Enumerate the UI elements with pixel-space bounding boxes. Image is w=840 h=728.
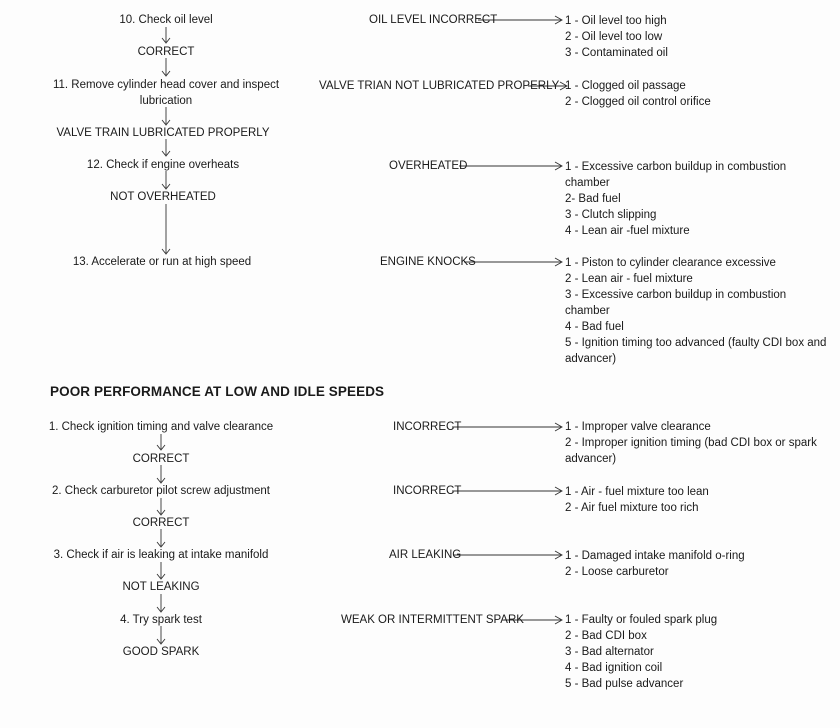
cause-item: 1 - Excessive carbon buildup in combusti… (565, 161, 787, 173)
cause-item: 5 - Ignition timing too advanced (faulty… (565, 337, 827, 349)
flow-arrowhead (156, 444, 166, 451)
result-correct: CORRECT (132, 517, 190, 529)
flow-arrowhead (161, 248, 171, 255)
step-11-line-2: lubrication (139, 95, 193, 107)
step-10-check-oil-level: 10. Check oil level (119, 14, 213, 26)
cause-item-continued: chamber (565, 305, 610, 317)
cause-item: 4 - Bad ignition coil (565, 662, 663, 674)
cause-item: 2- Bad fuel (565, 193, 621, 205)
flow-arrowhead (161, 183, 171, 190)
cause-arrowhead (554, 161, 563, 171)
cause-item: 2 - Clogged oil control orifice (565, 96, 711, 108)
cause-item: 3 - Excessive carbon buildup in combusti… (565, 289, 787, 301)
cause-item-continued: advancer) (565, 453, 617, 465)
result-correct: CORRECT (132, 453, 190, 465)
cause-item: 4 - Lean air -fuel mixture (565, 225, 690, 237)
cause-item: 1 - Clogged oil passage (565, 80, 686, 92)
cause-arrowhead (554, 257, 563, 267)
cause-item: 2 - Loose carburetor (565, 566, 669, 578)
condition-incorrect: INCORRECT (393, 485, 462, 497)
cause-arrowhead (554, 15, 563, 25)
cause-item: 2 - Air fuel mixture too rich (565, 502, 699, 514)
flow-arrowhead (161, 70, 171, 77)
result-not-overheated: NOT OVERHEATED (110, 191, 216, 203)
flow-arrowhead (161, 37, 171, 44)
cause-item: 1 - Damaged intake manifold o-ring (565, 550, 745, 562)
cause-arrowhead (559, 81, 568, 91)
cause-item-continued: advancer) (565, 353, 617, 365)
result-valve-train-ok: VALVE TRAIN LUBRICATED PROPERLY (56, 127, 270, 139)
cause-item: 3 - Bad alternator (565, 646, 654, 658)
cause-item: 3 - Clutch slipping (565, 209, 657, 221)
cause-item: 5 - Bad pulse advancer (565, 678, 684, 690)
cause-item: 1 - Improper valve clearance (565, 421, 711, 433)
flow-arrowhead (161, 119, 171, 126)
step-4-spark-test: 4. Try spark test (120, 614, 202, 626)
cause-item: 2 - Lean air - fuel mixture (565, 273, 693, 285)
cause-item: 3 - Contaminated oil (565, 47, 668, 59)
flow-arrowhead (156, 638, 166, 645)
cause-item: 1 - Air - fuel mixture too lean (565, 486, 709, 498)
cause-item: 2 - Bad CDI box (565, 630, 647, 642)
condition-incorrect: INCORRECT (393, 421, 462, 433)
flow-arrowhead (156, 606, 166, 613)
cause-arrowhead (554, 422, 563, 432)
step-11-line-1: 11. Remove cylinder head cover and inspe… (52, 79, 280, 91)
flow-arrowhead (156, 541, 166, 548)
step-12-check-overheat: 12. Check if engine overheats (86, 159, 240, 171)
flow-arrowhead (156, 509, 166, 516)
cause-arrowhead (554, 486, 563, 496)
flow-arrowhead (156, 573, 166, 580)
condition-oil-level-incorrect: OIL LEVEL INCORRECT (369, 14, 498, 26)
result-not-leaking: NOT LEAKING (122, 581, 200, 593)
cause-item: 2 - Oil level too low (565, 31, 663, 43)
step-1-check-ignition-timing: 1. Check ignition timing and valve clear… (48, 421, 274, 433)
cause-item-continued: chamber (565, 177, 610, 189)
result-correct: CORRECT (137, 46, 195, 58)
cause-item: 4 - Bad fuel (565, 321, 624, 333)
cause-item: 1 - Piston to cylinder clearance excessi… (565, 257, 776, 269)
cause-item: 1 - Faulty or fouled spark plug (565, 614, 718, 626)
step-2-check-pilot-screw: 2. Check carburetor pilot screw adjustme… (52, 485, 270, 497)
result-good-spark: GOOD SPARK (122, 646, 200, 658)
flow-arrowhead (156, 477, 166, 484)
flow-arrowhead (161, 150, 171, 157)
condition-air-leaking: AIR LEAKING (389, 549, 462, 561)
condition-valve-train-not-lubricated: VALVE TRIAN NOT LUBRICATED PROPERLY (319, 80, 560, 92)
condition-engine-knocks: ENGINE KNOCKS (380, 256, 476, 268)
condition-overheated: OVERHEATED (389, 160, 468, 172)
condition-weak-spark: WEAK OR INTERMITTENT SPARK (341, 614, 524, 626)
cause-item: 1 - Oil level too high (565, 15, 667, 27)
step-3-check-air-leak: 3. Check if air is leaking at intake man… (53, 549, 269, 561)
section-heading-low-idle-speeds: POOR PERFORMANCE AT LOW AND IDLE SPEEDS (50, 384, 385, 399)
step-13-accelerate: 13. Accelerate or run at high speed (72, 256, 252, 268)
cause-arrowhead (554, 615, 563, 625)
cause-arrowhead (554, 550, 563, 560)
cause-item: 2 - Improper ignition timing (bad CDI bo… (565, 437, 817, 449)
